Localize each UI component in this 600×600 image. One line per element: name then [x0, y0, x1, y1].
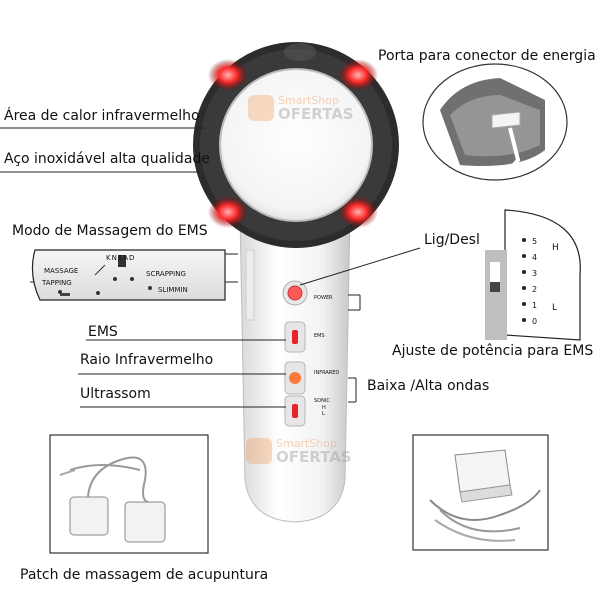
- mode-scrapping: SCRAPPING: [146, 270, 186, 278]
- ems-power-label: Ajuste de potência para EMS: [392, 343, 594, 359]
- infrared-light-icon: [338, 59, 378, 91]
- device-head: [193, 42, 399, 248]
- power-port-label: Porta para conector de energia: [378, 48, 596, 64]
- ultrasound-label: Ultrassom: [80, 386, 151, 402]
- mode-tapping: TAPPING: [42, 279, 72, 287]
- watermark-brand-2: SmartShop: [276, 437, 337, 450]
- ems-label: EMS: [88, 324, 118, 340]
- watermark-sub: OFERTAS: [278, 105, 354, 123]
- level-4: 4: [532, 253, 538, 262]
- watermark-sub-2: OFERTAS: [276, 448, 352, 466]
- stainless-lens: [219, 68, 373, 222]
- adapter-box: [412, 434, 549, 551]
- infrared-label: Raio Infravermelho: [80, 352, 214, 368]
- mode-panel-inset: [31, 249, 226, 301]
- wave-label: Baixa /Alta ondas: [367, 378, 490, 394]
- level-2: 2: [532, 285, 538, 294]
- device-sonic-h: H: [322, 405, 326, 411]
- level-3: 3: [532, 269, 538, 278]
- level-high: H: [552, 243, 559, 253]
- ems-level-inset: [485, 209, 581, 341]
- ems-modes-label: Modo de Massagem do EMS: [12, 223, 208, 239]
- watermark-brand: SmartShop: [278, 94, 339, 107]
- device-power-text: POWER: [314, 295, 333, 301]
- device-sonic-l: L: [322, 411, 325, 417]
- watermark: [246, 95, 274, 464]
- patch-box: [49, 434, 209, 554]
- device-sonic-text: SONIC: [314, 398, 330, 404]
- device-ems-text: EMS: [314, 333, 325, 339]
- infrared-area-label: Área de calor infravermelho: [4, 108, 200, 124]
- level-1: 1: [532, 301, 538, 310]
- mode-massage: MASSAGE: [44, 267, 79, 275]
- mode-knead: KNEAD: [106, 254, 136, 262]
- infrared-light-icon: [208, 196, 248, 228]
- device-infrared-text: INFRARED: [314, 370, 340, 376]
- level-low: L: [552, 303, 558, 313]
- device-buttons: [245, 249, 308, 427]
- level-5: 5: [532, 237, 538, 246]
- power-port-inset: [422, 63, 568, 181]
- on-off-label: Lig/Desl: [424, 232, 480, 248]
- patch-label: Patch de massagem de acupuntura: [20, 567, 269, 583]
- infrared-light-icon: [338, 196, 378, 228]
- infrared-light-icon: [208, 59, 248, 91]
- mode-slimming: SLIMMIN: [158, 286, 188, 294]
- level-0: 0: [532, 317, 538, 326]
- steel-label: Aço inoxidável alta qualidade: [4, 151, 210, 167]
